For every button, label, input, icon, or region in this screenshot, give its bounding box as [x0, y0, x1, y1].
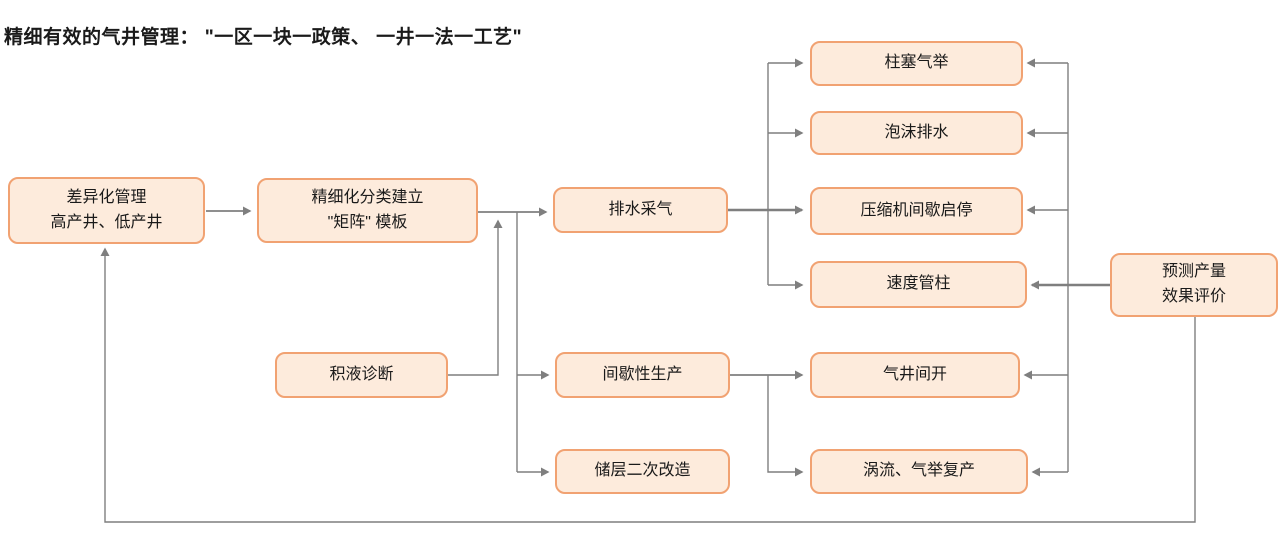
node-predict-evaluate: 预测产量 效果评价: [1110, 253, 1278, 317]
node-vortex-gaslift-resume: 涡流、气举复产: [810, 449, 1028, 494]
node-gas-well-intermittent-open: 气井间开: [810, 352, 1020, 398]
page-title: 精细有效的气井管理： "一区一块一政策、 一井一法一工艺": [4, 27, 523, 48]
node-intermittent-production: 间歇性生产: [555, 352, 730, 398]
node-differentiated-management: 差异化管理 高产井、低产井: [8, 177, 205, 244]
node-velocity-string: 速度管柱: [810, 261, 1027, 308]
node-liquid-diagnosis: 积液诊断: [275, 352, 448, 398]
node-matrix-template: 精细化分类建立 "矩阵" 模板: [257, 178, 478, 243]
connector-intermittent-to-vortex: [767, 375, 804, 477]
connector-liquiddiag-join: [448, 219, 503, 376]
node-foam-drainage: 泡沫排水: [810, 111, 1023, 155]
node-plunger-gas-lift: 柱塞气举: [810, 41, 1023, 86]
node-reservoir-restimulation: 储层二次改造: [555, 449, 730, 494]
connector-feedback-loop: [100, 247, 1196, 523]
node-drainage-gas-recovery: 排水采气: [553, 187, 728, 233]
node-compressor-intermittent: 压缩机间歇启停: [810, 187, 1023, 235]
